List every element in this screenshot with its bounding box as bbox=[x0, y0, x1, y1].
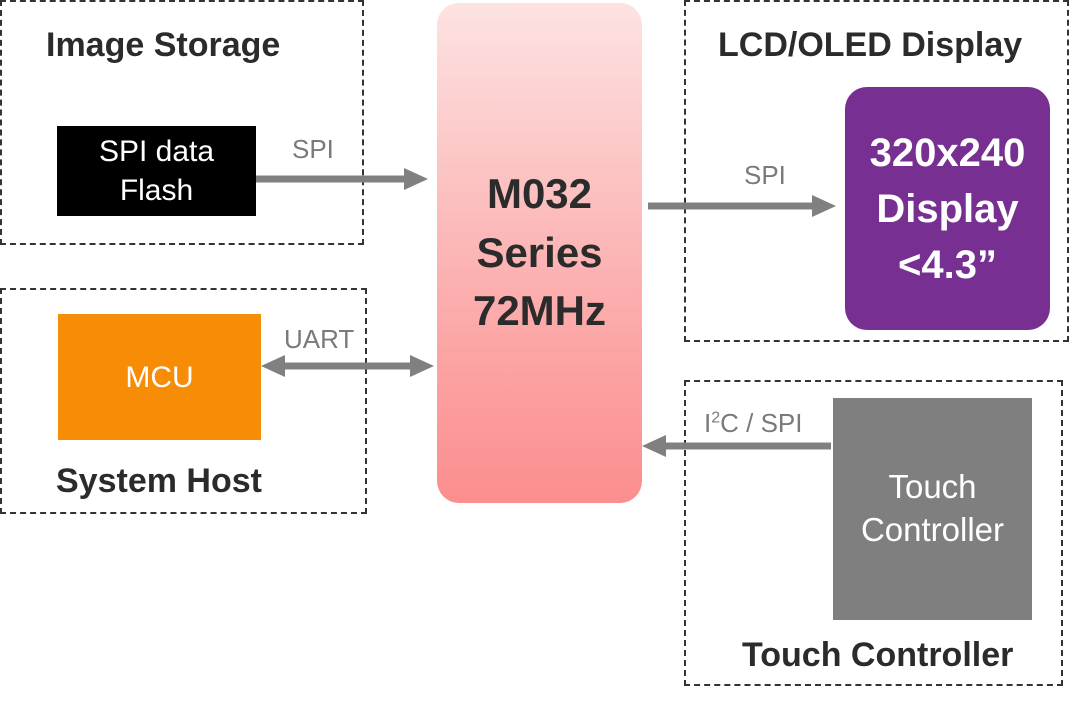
spi-display-link-label: SPI bbox=[744, 160, 786, 190]
spi-data-flash-label: SPI data Flash bbox=[98, 135, 215, 207]
uart-arrowhead-left bbox=[261, 355, 285, 377]
system-host-title: System Host bbox=[56, 462, 262, 500]
spi-data-flash-block: SPI data Flash bbox=[57, 126, 256, 216]
i2c-superscript: 2 bbox=[711, 409, 721, 427]
mcu-label: MCU bbox=[125, 360, 194, 394]
system-host-group bbox=[0, 288, 367, 514]
i2c-suffix: C / SPI bbox=[720, 408, 803, 438]
i2c-prefix: I bbox=[704, 408, 712, 438]
display-panel-block: 320x240 Display <4.3” bbox=[845, 87, 1050, 330]
m032-series-label: M032 Series 72MHz bbox=[472, 169, 607, 335]
i2c-spi-arrowhead bbox=[642, 435, 666, 457]
touch-controller-label: Touch Controller bbox=[860, 468, 1005, 548]
uart-arrowhead-right bbox=[410, 355, 434, 377]
display-panel-label: 320x240 Display <4.3” bbox=[869, 130, 1026, 287]
uart-link-label: UART bbox=[284, 324, 355, 354]
mcu-block: MCU bbox=[58, 314, 261, 440]
touch-controller-group bbox=[684, 380, 1063, 686]
spi-flash-arrowhead bbox=[404, 168, 428, 190]
image-storage-group bbox=[0, 0, 364, 245]
touch-controller-title: Touch Controller bbox=[742, 636, 1014, 674]
lcd-oled-display-group bbox=[684, 0, 1069, 342]
image-storage-title: Image Storage bbox=[46, 26, 281, 64]
m032-series-block: M032 Series 72MHz bbox=[437, 3, 642, 503]
i2c-spi-link-label: I2C / SPI bbox=[704, 408, 803, 439]
touch-controller-block: Touch Controller bbox=[833, 398, 1032, 620]
spi-flash-link-label: SPI bbox=[292, 134, 334, 164]
lcd-oled-display-title: LCD/OLED Display bbox=[718, 26, 1023, 64]
spi-display-arrowhead bbox=[812, 195, 836, 217]
